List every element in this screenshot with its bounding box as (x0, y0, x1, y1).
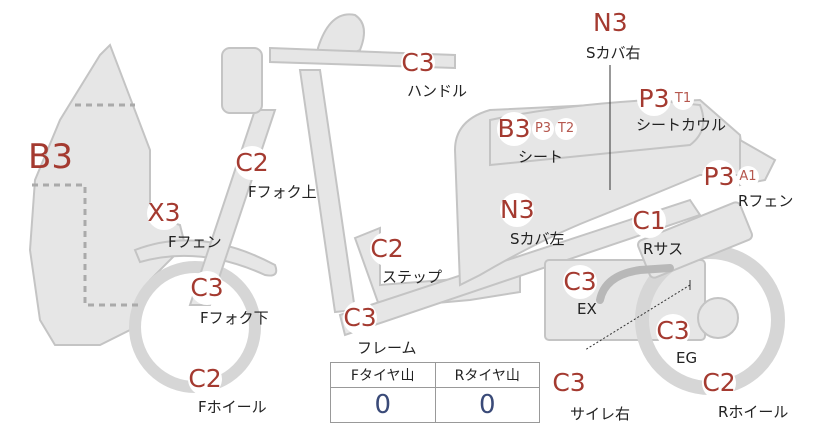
exhaust-pipe (596, 264, 674, 304)
code-badge: B3 (497, 112, 531, 146)
label-n3-right: Sカバ右 (586, 44, 641, 62)
tire-table-header-row: Fタイヤ山 Rタイヤ山 (330, 362, 540, 388)
marker-c3-muffler-right[interactable]: C3 (552, 366, 586, 400)
headlight (221, 47, 263, 114)
tire-table-value-row: 0 0 (330, 387, 540, 423)
code-badge: X3 (147, 196, 181, 230)
code-badge: C3 (343, 301, 377, 335)
sub-badge: T2 (555, 118, 577, 140)
code-badge: C3 (401, 46, 435, 80)
label-p3-seatcowl: シートカウル (636, 116, 727, 134)
leader-muffler (584, 284, 691, 351)
code-badge: C3 (190, 271, 224, 305)
marker-c3-ex[interactable]: C3 (563, 265, 597, 299)
code-badge: B3 (28, 137, 73, 177)
front-fender (133, 239, 278, 277)
label-n3-left: Sカバ左 (510, 230, 565, 248)
marker-n3-left[interactable]: N3 (500, 193, 535, 227)
code-badge: C2 (235, 146, 269, 180)
code-badge: C2 (702, 366, 736, 400)
label-c3-frame: フレーム (357, 339, 417, 357)
marker-c3-handle[interactable]: C3 (401, 46, 435, 80)
zone-line-mid (32, 183, 140, 307)
front-tire-value[interactable]: 0 (330, 387, 436, 423)
label-c2-fwheel: Fホイール (198, 398, 267, 416)
marker-c2-ffork-upper[interactable]: C2 (235, 146, 269, 180)
marker-n3-right[interactable]: N3 (593, 6, 628, 40)
marker-c2-fwheel[interactable]: C2 (188, 362, 222, 396)
marker-b3-body[interactable]: B3 (28, 140, 73, 174)
sub-badge: T1 (672, 88, 694, 110)
tire-tread-table: Fタイヤ山 Rタイヤ山 0 0 (330, 362, 540, 423)
rear-hub (697, 297, 739, 339)
sub-badge: P3 (532, 118, 554, 140)
rear-tire-header: Rタイヤ山 (434, 362, 540, 388)
label-p3-rfender: Rフェン (738, 192, 794, 210)
code-badge: N3 (500, 193, 535, 227)
code-badge: C2 (370, 232, 404, 266)
label-c2-step: ステップ (382, 268, 443, 286)
marker-c2-step[interactable]: C2 (370, 232, 404, 266)
code-badge: C3 (552, 366, 586, 400)
marker-p3-rfender[interactable]: P3 A1 (702, 160, 759, 194)
label-c3-muffler-right: サイレ右 (570, 405, 631, 423)
code-badge: P3 (702, 160, 736, 194)
marker-b3-seat[interactable]: B3 P3 T2 (497, 112, 577, 146)
front-tire-header: Fタイヤ山 (330, 362, 436, 388)
label-b3-seat: シート (518, 148, 564, 166)
label-c3-eg: EG (676, 349, 698, 367)
label-x3-ffender: Fフェン (168, 233, 222, 251)
rear-tire-value[interactable]: 0 (434, 387, 540, 423)
marker-x3-ffender[interactable]: X3 (147, 196, 181, 230)
marker-c1-rsus[interactable]: C1 (632, 204, 666, 238)
code-badge: C3 (656, 314, 690, 348)
code-badge: N3 (593, 6, 628, 40)
label-c2-ffork-upper: Fフォク上 (248, 183, 317, 201)
marker-c2-rwheel[interactable]: C2 (702, 366, 736, 400)
label-c3-ffork-lower: Fフォク下 (200, 309, 269, 327)
marker-p3-seatcowl[interactable]: P3 T1 (637, 82, 694, 116)
rear-shock (637, 201, 753, 279)
label-c3-ex: EX (577, 300, 597, 318)
code-badge: C2 (188, 362, 222, 396)
code-badge: C1 (632, 204, 666, 238)
marker-c3-frame[interactable]: C3 (343, 301, 377, 335)
marker-c3-ffork-lower[interactable]: C3 (190, 271, 224, 305)
marker-c3-eg[interactable]: C3 (656, 314, 690, 348)
code-badge: C3 (563, 265, 597, 299)
label-c1-rsus: Rサス (643, 240, 684, 258)
label-c3-handle: ハンドル (407, 82, 468, 100)
front-body-panel (28, 43, 187, 346)
sub-badge: A1 (737, 166, 759, 188)
code-badge: P3 (637, 82, 671, 116)
label-c2-rwheel: Rホイール (718, 403, 789, 421)
